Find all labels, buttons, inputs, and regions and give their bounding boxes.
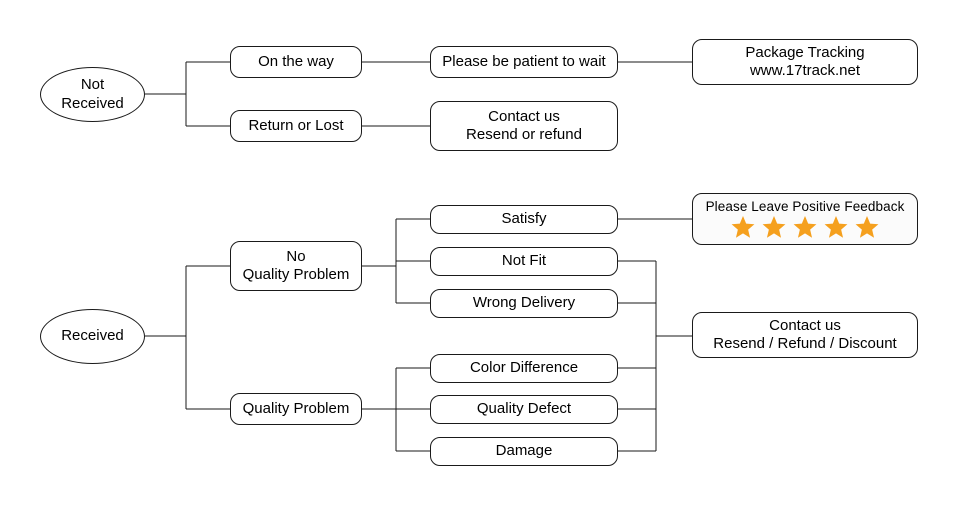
node-no-quality-problem[interactable]: No Quality Problem (230, 241, 362, 291)
node-not-fit[interactable]: Not Fit (430, 247, 618, 276)
node-return-or-lost-label: Return or Lost (248, 116, 344, 134)
node-quality-problem-label: Quality Problem (242, 399, 350, 417)
star-icon[interactable] (762, 215, 786, 240)
feedback-title: Please Leave Positive Feedback (705, 198, 905, 214)
node-no-quality-problem-line2: Quality Problem (242, 266, 350, 283)
node-wrong-delivery[interactable]: Wrong Delivery (430, 289, 618, 318)
star-icon[interactable] (855, 215, 879, 240)
star-icon[interactable] (793, 215, 817, 240)
node-satisfy-label: Satisfy (501, 210, 547, 228)
node-please-be-patient[interactable]: Please be patient to wait (430, 46, 618, 78)
node-contact-us-resend-refund-line2: Resend or refund (466, 126, 582, 143)
node-received[interactable]: Received (40, 309, 145, 364)
node-no-quality-problem-line1: No (286, 247, 306, 265)
node-damage[interactable]: Damage (430, 437, 618, 466)
node-not-received[interactable]: Not Received (40, 67, 145, 122)
node-quality-defect[interactable]: Quality Defect (430, 395, 618, 424)
node-please-be-patient-label: Please be patient to wait (442, 52, 606, 70)
node-not-fit-label: Not Fit (501, 252, 547, 270)
node-not-received-line1: Not (80, 76, 105, 94)
node-package-tracking-url: www.17track.net (749, 62, 861, 79)
node-not-received-line2: Received (61, 94, 124, 112)
node-satisfy[interactable]: Satisfy (430, 205, 618, 234)
node-quality-problem[interactable]: Quality Problem (230, 393, 362, 425)
star-icon[interactable] (731, 215, 755, 240)
node-return-or-lost[interactable]: Return or Lost (230, 110, 362, 142)
node-wrong-delivery-label: Wrong Delivery (472, 294, 576, 312)
node-package-tracking-line1: Package Tracking (745, 43, 865, 61)
node-quality-defect-label: Quality Defect (476, 400, 572, 418)
node-damage-label: Damage (495, 442, 553, 460)
node-received-label: Received (61, 327, 124, 345)
node-contact-us-resolution[interactable]: Contact us Resend / Refund / Discount (692, 312, 918, 358)
node-positive-feedback[interactable]: Please Leave Positive Feedback (692, 193, 918, 245)
node-color-difference[interactable]: Color Difference (430, 354, 618, 383)
node-on-the-way-label: On the way (258, 52, 334, 70)
node-contact-us-resend-refund[interactable]: Contact us Resend or refund (430, 101, 618, 151)
star-icon[interactable] (824, 215, 848, 240)
node-package-tracking[interactable]: Package Tracking www.17track.net (692, 39, 918, 85)
node-contact-us-resolution-line2: Resend / Refund / Discount (713, 335, 897, 352)
node-on-the-way[interactable]: On the way (230, 46, 362, 78)
node-contact-us-resend-refund-line1: Contact us (488, 107, 560, 125)
node-contact-us-resolution-line1: Contact us (769, 316, 841, 334)
node-color-difference-label: Color Difference (469, 359, 579, 377)
star-rating[interactable] (731, 215, 879, 240)
